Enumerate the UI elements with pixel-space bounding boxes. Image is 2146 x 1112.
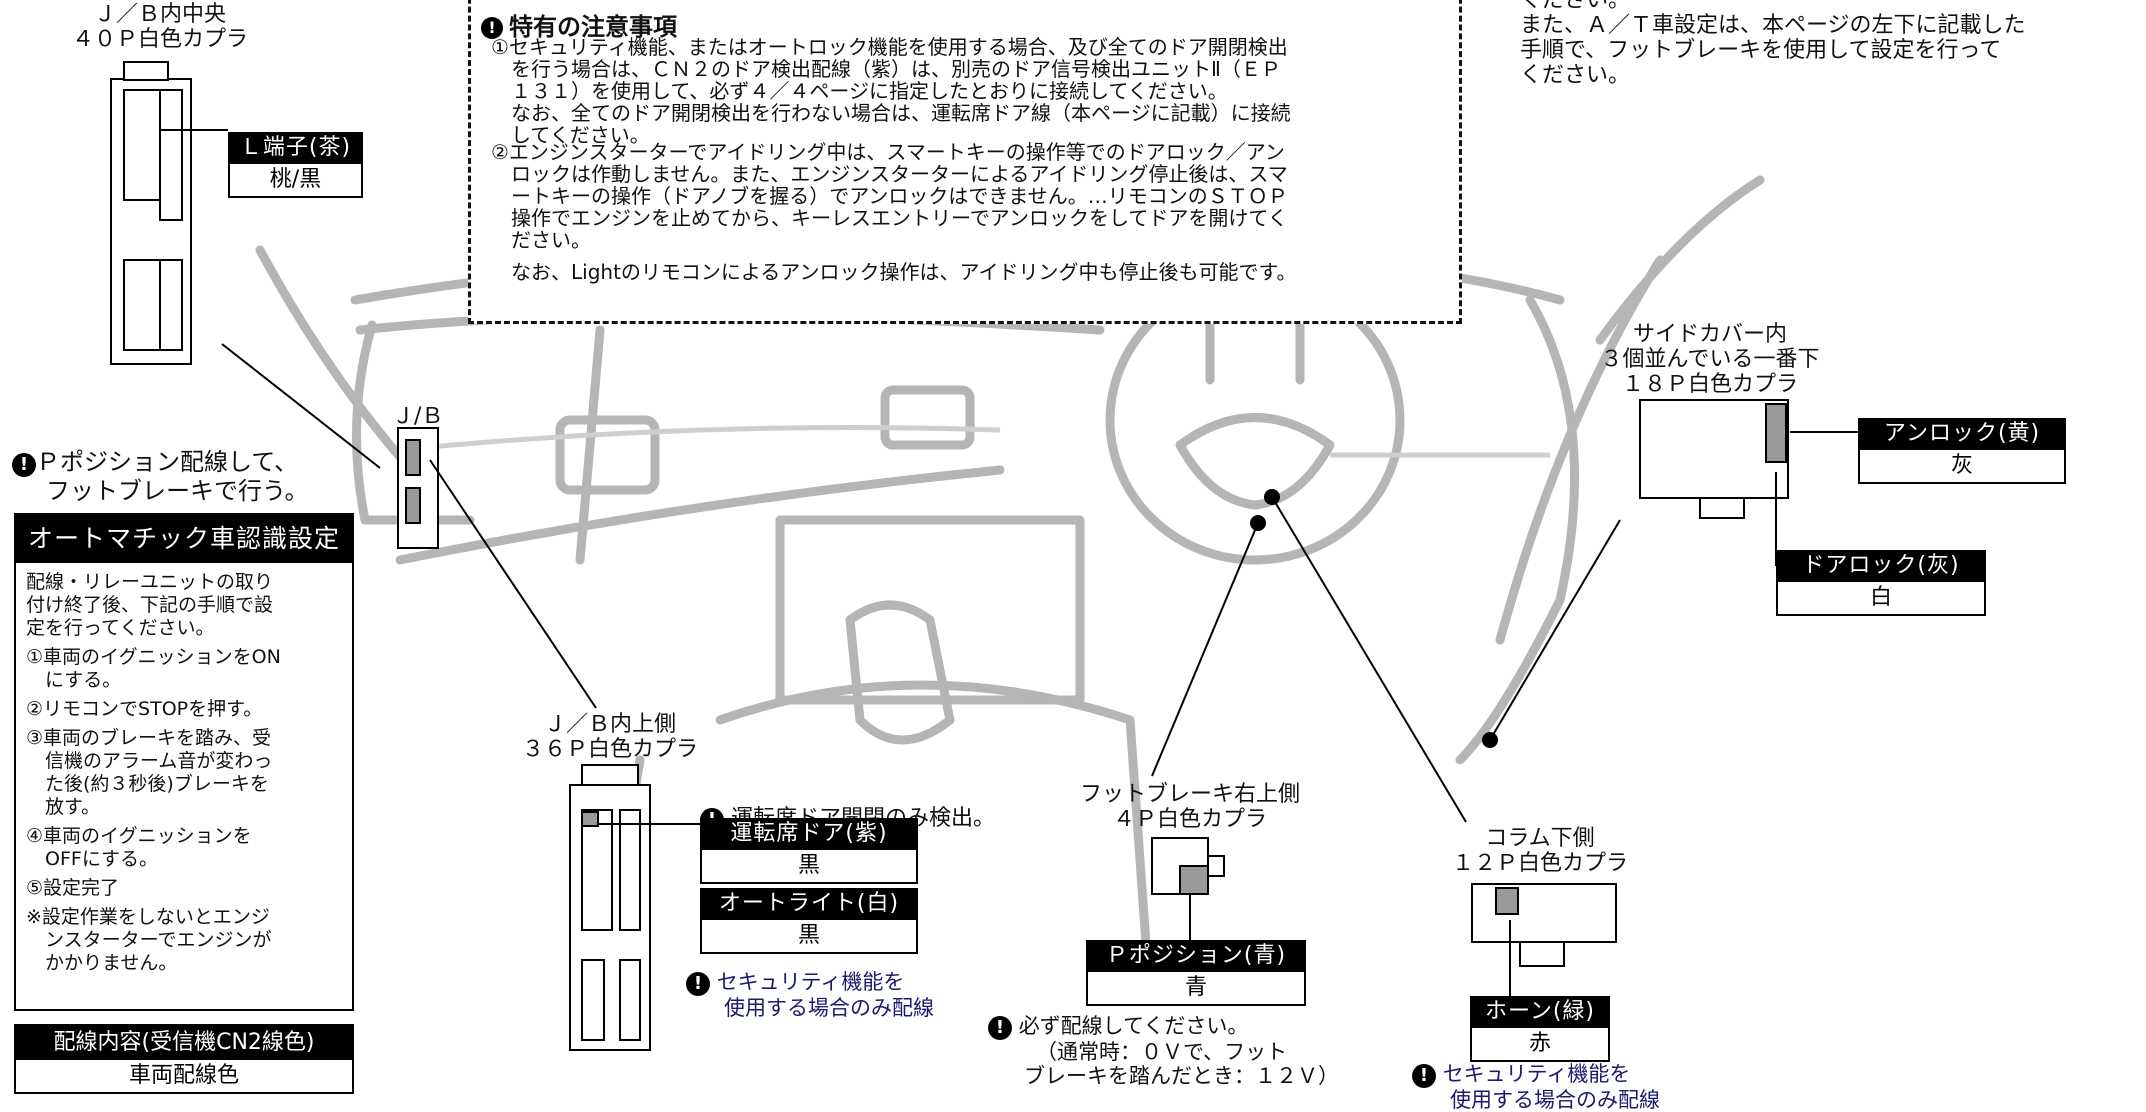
autolight-wire-label: オートライト(白) 黒	[700, 888, 918, 954]
column-title: コラム下側 １２Ｐ白色カプラ	[1451, 826, 1628, 876]
dash-left-outer	[255, 245, 425, 485]
setting-steps: 配線・リレーユニットの取り 付け終了後、下記の手順で設 定を行ってください。 ①…	[26, 571, 281, 974]
console-lower	[715, 680, 1155, 1005]
notice-item-2: ②エンジンスターターでアイドリング中は、スマートキーの操作等でのドアロック／アン…	[491, 140, 1288, 252]
dash-right-outer	[1595, 175, 1765, 345]
leader-jb-center-diag	[221, 343, 381, 469]
unlock-wire-label: アンロック(黄) 灰	[1858, 418, 2066, 484]
notice-box: !特有の注意事項 ①セキュリティ機能、またはオートロック機能を使用する場合、及び…	[468, 0, 1462, 324]
warn-icon: !	[481, 17, 503, 39]
jb-label: Ｊ/Ｂ	[392, 404, 444, 429]
p-position-wire-label: Ｐポジション(青) 青	[1086, 940, 1306, 1006]
jb-upper-title: Ｊ／Ｂ内上側 ３６Ｐ白色カプラ	[521, 712, 698, 762]
legend-white: 車両配線色	[16, 1060, 352, 1092]
legend: 配線内容(受信機CN2線色) 車両配線色	[14, 1024, 354, 1094]
leader-foot-brake	[1151, 522, 1259, 777]
steering-hub	[1175, 413, 1335, 510]
center-console	[775, 515, 1085, 705]
center-panel	[880, 385, 975, 450]
jb-upper-security-note: ! セキュリティ機能を 使用する場合のみ配線	[686, 970, 934, 1020]
legend-black: 配線内容(受信機CN2線色)	[16, 1026, 352, 1060]
leader-column	[1271, 496, 1467, 823]
dash-right	[1455, 295, 1579, 765]
center-vent	[555, 415, 660, 495]
door-lock-wire-label: ドアロック(灰) 白	[1776, 550, 1986, 616]
warn-icon: !	[12, 453, 36, 477]
horn-wire-label: ホーン(緑) 赤	[1470, 996, 1610, 1062]
leader-side-diag	[1489, 519, 1621, 741]
setting-title: オートマチック車認識設定	[16, 515, 352, 563]
shift-gate	[845, 600, 955, 745]
p-position-note: !Ｐポジション配線して、 フットブレーキで行う。	[12, 448, 309, 505]
warn-icon: !	[1412, 1064, 1436, 1088]
notice-item-3: なお、Lightのリモコンによるアンロック操作は、アイドリング中も停止後も可能で…	[491, 260, 1297, 284]
dash-accent-line	[399, 425, 1001, 453]
dash-lower-line	[395, 465, 1005, 565]
left-window	[575, 325, 605, 565]
foot-brake-note: ! 必ず配線してください。 （通常時：０Ｖで、フット ブレーキを踏んだとき：１２…	[988, 1014, 1339, 1088]
jb-center-title: Ｊ／Ｂ内中央 ４０Ｐ白色カプラ	[71, 2, 248, 52]
leader-jb-small	[429, 459, 597, 709]
notice-item-1: ①セキュリティ機能、またはオートロック機能を使用する場合、及び全てのドア開閉検出…	[491, 35, 1291, 147]
foot-brake-title: フットブレーキ右上側 ４Ｐ白色カプラ	[1079, 782, 1300, 832]
column-security-note: ! セキュリティ機能を 使用する場合のみ配線	[1412, 1062, 1660, 1112]
warn-icon: !	[686, 972, 710, 996]
auto-setting-box: オートマチック車認識設定 配線・リレーユニットの取り 付け終了後、下記の手順で設…	[14, 513, 354, 1011]
side-cover-title: サイドカバー内 ３個並んでいる一番下 １８Ｐ白色カプラ	[1600, 322, 1820, 397]
jb-center-wire-label: Ｌ端子(茶) 桃/黒	[228, 132, 363, 198]
top-right-note: ください。 また、Ａ／Ｔ車設定は、本ページの左下に記載した 手順で、フットブレー…	[1520, 0, 2026, 88]
column-connector	[1471, 883, 1617, 943]
warn-icon: !	[988, 1016, 1012, 1040]
driver-door-wire-label: 運転席ドア(紫) 黒	[700, 818, 918, 884]
dash-left-bezel	[352, 320, 475, 525]
notice-heading: !特有の注意事項	[481, 7, 677, 42]
right-pillar	[1495, 255, 1665, 645]
jb-center-latch	[123, 61, 169, 81]
side-cover-connector	[1639, 399, 1789, 499]
